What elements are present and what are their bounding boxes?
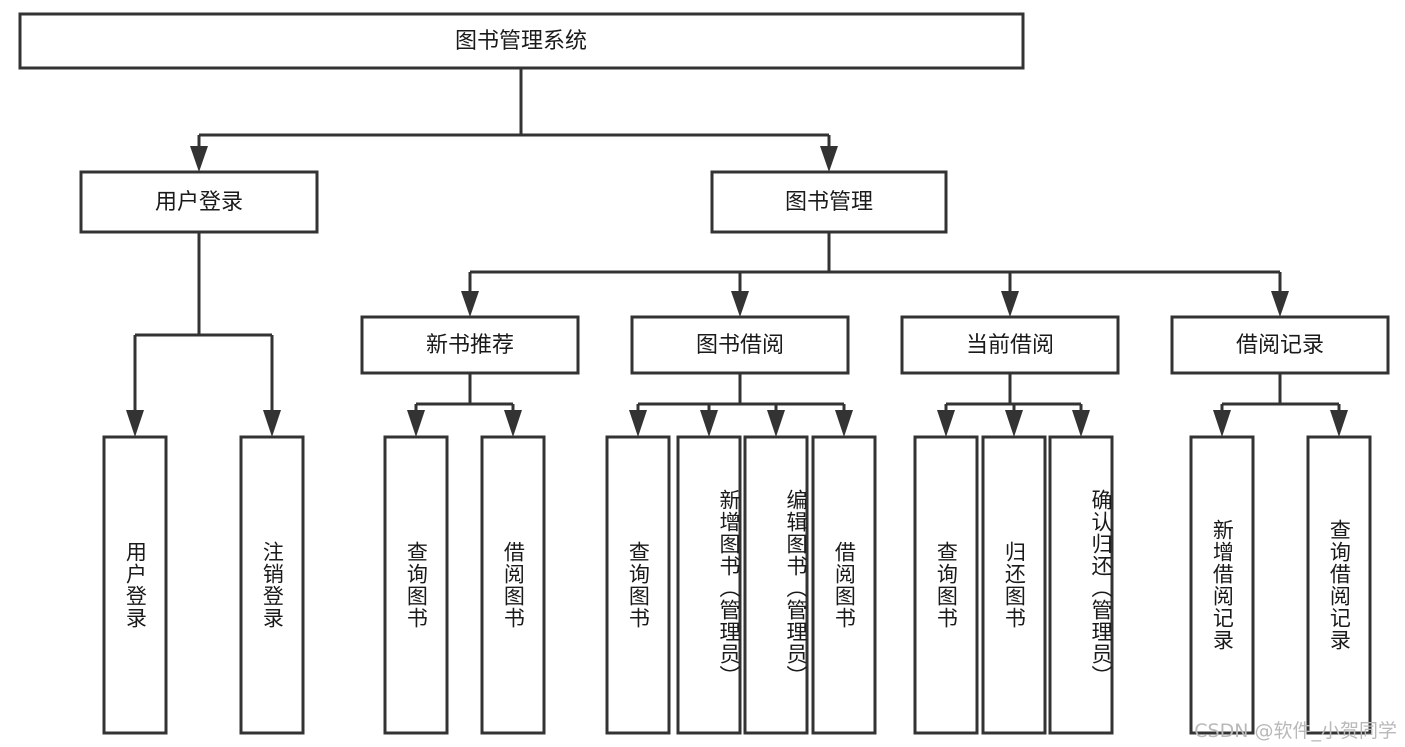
node-leaf-query-book-3-box[interactable] — [913, 435, 979, 735]
node-book-borrow-label: 图书借阅 — [696, 333, 784, 358]
node-current-borrow[interactable]: 当前借阅 — [900, 315, 1120, 375]
arrow-head-leaf-query-book-2 — [629, 410, 647, 437]
arrow-head-leaf-add-book — [700, 410, 718, 437]
node-new-book-recommend[interactable]: 新书推荐 — [360, 315, 580, 375]
node-book-management-label: 图书管理 — [785, 190, 873, 215]
node-leaf-borrow-book-2-box[interactable] — [811, 435, 877, 735]
node-new-book-recommend-label: 新书推荐 — [426, 333, 514, 358]
node-leaf-logout-login-box[interactable] — [239, 435, 305, 735]
node-user-login[interactable]: 用户登录 — [79, 170, 319, 234]
node-new-book-recommend-box[interactable] — [360, 315, 580, 375]
arrow-head-leaf-borrow-book-1 — [504, 410, 522, 437]
arrow-head-book-borrow — [731, 291, 749, 317]
node-book-management[interactable]: 图书管理 — [710, 170, 948, 234]
node-current-borrow-box[interactable] — [900, 315, 1120, 375]
csdn-watermark: CSDN @软件_小贺同学 — [1194, 720, 1397, 742]
node-root-label: 图书管理系统 — [455, 29, 587, 54]
arrow-head-leaf-query-book-1 — [407, 410, 425, 437]
arrow-head-leaf-query-record — [1330, 410, 1348, 437]
arrow-head-leaf-edit-book — [767, 410, 785, 437]
node-leaf-query-record-box[interactable] — [1306, 435, 1372, 735]
arrow-head-book-management — [820, 146, 838, 172]
node-root-box[interactable] — [18, 12, 1025, 70]
arrow-head-user-login — [190, 146, 208, 172]
connector-group — [126, 68, 1348, 437]
node-leaf-return-book-box[interactable] — [981, 435, 1047, 735]
node-current-borrow-label: 当前借阅 — [966, 333, 1054, 358]
node-leaf-query-book-1-box[interactable] — [383, 435, 449, 735]
arrow-head-leaf-add-record — [1213, 410, 1231, 437]
node-leaf-add-book-box[interactable] — [676, 435, 742, 735]
node-leaf-user-login-box[interactable] — [102, 435, 168, 735]
node-leaf-add-record-box[interactable] — [1189, 435, 1255, 735]
arrow-head-leaf-query-book-3 — [937, 410, 955, 437]
arrow-head-borrow-record — [1271, 291, 1289, 317]
node-user-login-box[interactable] — [79, 170, 319, 234]
arrow-head-leaf-confirm-return — [1072, 410, 1090, 437]
arrow-head-new-book-recommend — [461, 291, 479, 317]
node-leaf-borrow-book-1-box[interactable] — [480, 435, 546, 735]
node-book-borrow[interactable]: 图书借阅 — [630, 315, 850, 375]
arrow-head-leaf-logout-login — [263, 410, 281, 437]
node-borrow-record-label: 借阅记录 — [1236, 333, 1324, 358]
arrow-head-leaf-user-login — [126, 410, 144, 437]
node-user-login-label: 用户登录 — [155, 190, 243, 215]
node-book-management-box[interactable] — [710, 170, 948, 234]
node-borrow-record[interactable]: 借阅记录 — [1170, 315, 1390, 375]
arrow-head-current-borrow — [1001, 291, 1019, 317]
arrow-head-leaf-return-book — [1005, 410, 1023, 437]
node-leaf-edit-book-box[interactable] — [743, 435, 809, 735]
node-leaf-confirm-return-box[interactable] — [1048, 435, 1114, 735]
node-borrow-record-box[interactable] — [1170, 315, 1390, 375]
node-book-borrow-box[interactable] — [630, 315, 850, 375]
leaf-box-group — [102, 435, 1372, 735]
node-root[interactable]: 图书管理系统 — [18, 12, 1025, 70]
arrow-head-leaf-borrow-book-2 — [835, 410, 853, 437]
node-leaf-query-book-2-box[interactable] — [605, 435, 671, 735]
